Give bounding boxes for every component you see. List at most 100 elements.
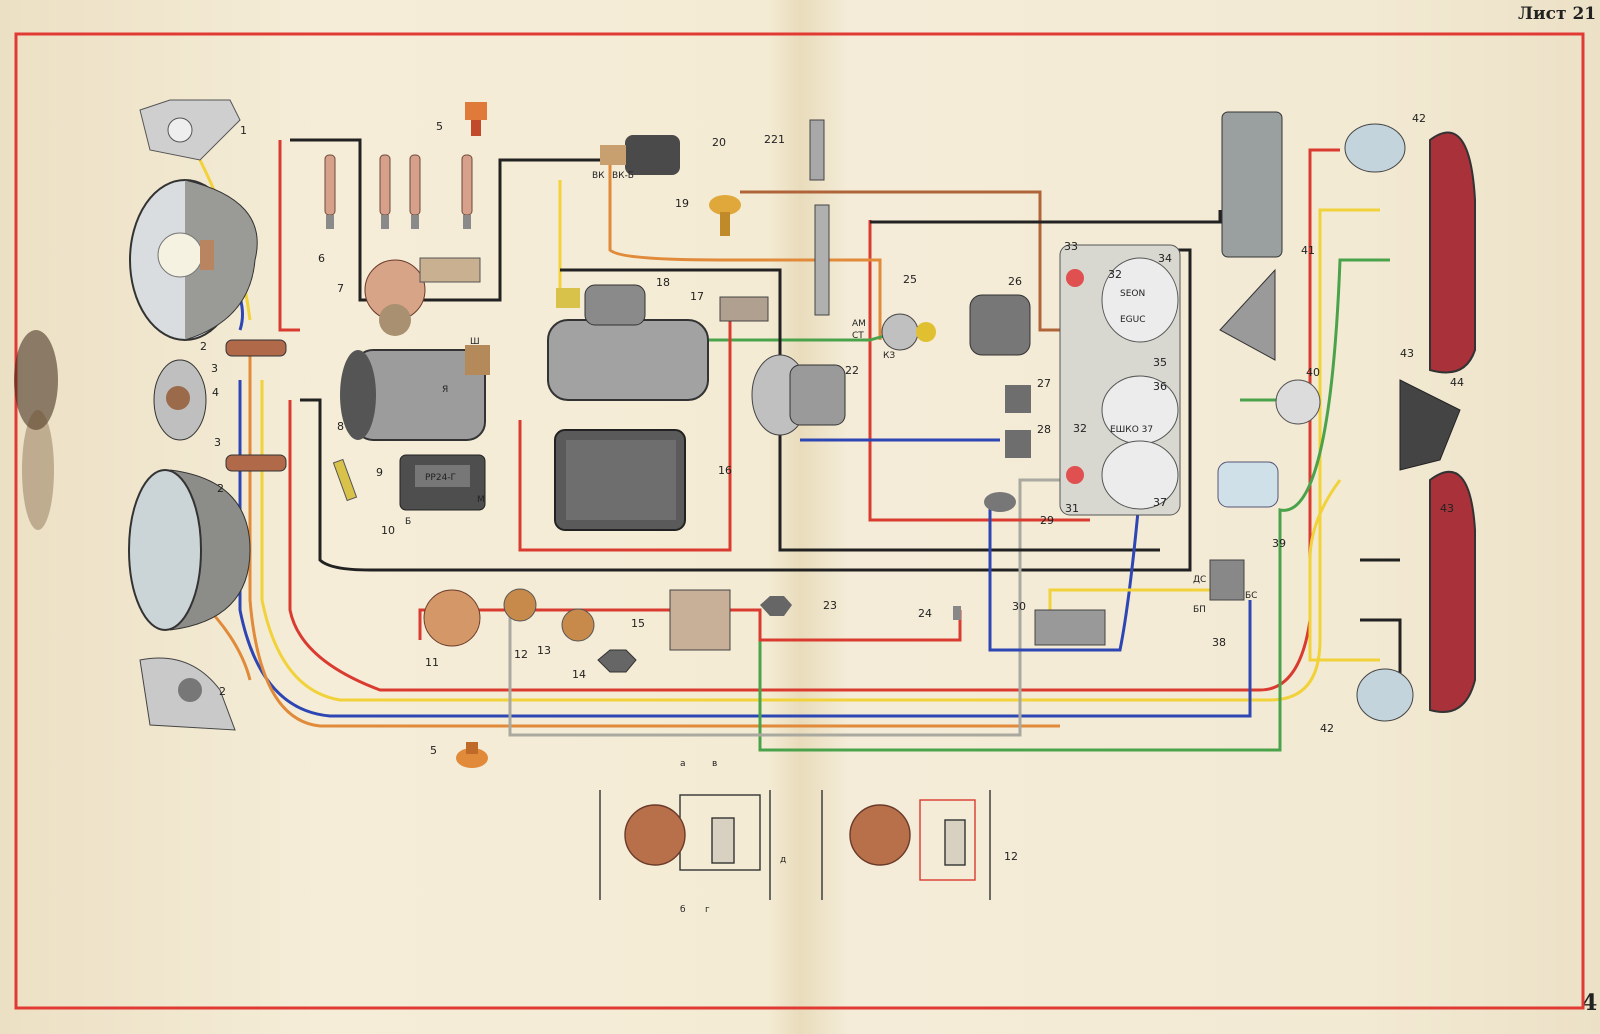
- wire-red: [278, 140, 300, 332]
- callout-14: 14: [572, 668, 586, 681]
- callout-18: 18: [656, 276, 670, 289]
- component-6-spark-plugs: [324, 154, 473, 216]
- instrument-cluster: EGUC SEON ЕШКО 37: [1059, 244, 1181, 516]
- terminal-kz: КЗ: [883, 351, 895, 361]
- component-44-lamp: [1399, 379, 1461, 471]
- wire-orange: [608, 160, 882, 340]
- callout-16: 16: [718, 464, 732, 477]
- component-24-fuse: [953, 606, 961, 620]
- callout-1: 1: [240, 124, 247, 137]
- callout-5a: 5: [436, 120, 443, 133]
- detail-letter-v: в: [712, 759, 717, 769]
- burn-stain: [22, 410, 54, 530]
- callout-10: 10: [381, 524, 395, 537]
- callout-40: 40: [1306, 366, 1320, 379]
- terminal-bs: БС: [1245, 591, 1257, 601]
- callout-30: 30: [1012, 600, 1026, 613]
- callout-38: 38: [1212, 636, 1226, 649]
- component-10-sensor: [332, 458, 358, 502]
- component-18-starter: [547, 284, 709, 401]
- callout-15: 15: [631, 617, 645, 630]
- component-27-switch: [1005, 385, 1031, 413]
- component-20-ignition-coil: [600, 135, 680, 175]
- wire-red: [418, 608, 962, 642]
- sheet-label: Лист 21: [1518, 4, 1597, 24]
- callout-42b: 42: [1320, 722, 1334, 735]
- callout-29: 29: [1040, 514, 1054, 527]
- callout-23: 23: [823, 599, 837, 612]
- component-9-regulator-relay: РР24-Г: [399, 454, 486, 511]
- callout-31: 31: [1065, 502, 1079, 515]
- component-13-switch: [561, 608, 595, 642]
- callout-9: 9: [376, 466, 383, 479]
- component-19-oil-sender: [709, 195, 741, 236]
- callout-22: 22: [845, 364, 859, 377]
- component-17-relay: [719, 296, 769, 322]
- callout-20: 20: [712, 136, 726, 149]
- terminal-ya: Я: [442, 385, 448, 395]
- component-16-battery: [554, 429, 686, 531]
- component-42-lamp-top: [1344, 123, 1406, 173]
- burn-stain: [14, 330, 58, 430]
- terminal-vk-b: ВК-Б: [612, 171, 634, 181]
- callout-12: 12: [514, 648, 528, 661]
- callout-28: 28: [1037, 423, 1051, 436]
- component-2-headlamp-bottom: [128, 469, 251, 631]
- component-40-lamp: [1275, 379, 1321, 425]
- component-22-heater-motor: [751, 354, 846, 436]
- instrument-text-2: SEON: [1120, 289, 1145, 299]
- component-11-wiper-motor: [423, 589, 481, 647]
- diagram-frame: [14, 32, 1585, 1010]
- component-3-terminal-block: [225, 339, 287, 357]
- component-28-switch: [1005, 430, 1031, 458]
- inset-relay-detail: [599, 790, 991, 900]
- wire-black: [300, 248, 1192, 572]
- callout-26: 26: [1008, 275, 1022, 288]
- component-221-sensor: [809, 119, 825, 181]
- callout-42a: 42: [1412, 112, 1426, 125]
- wire-red: [868, 220, 1090, 522]
- terminal-am: АМ: [852, 319, 866, 329]
- component-4-horn: [153, 359, 207, 441]
- callout-36: 36: [1153, 380, 1167, 393]
- callout-3b: 3: [214, 436, 221, 449]
- component-1-side-lamp: [139, 99, 241, 161]
- terminal-b: Б: [405, 517, 411, 527]
- instrument-text-1: EGUC: [1120, 315, 1146, 325]
- component-12-switch: [503, 588, 537, 622]
- detail-letter-g: г: [705, 905, 710, 915]
- component-29-switch: [984, 492, 1016, 512]
- wire-yellow: [260, 208, 1380, 702]
- wire-black: [290, 138, 610, 302]
- component-3-terminal-block: [225, 454, 287, 472]
- regulator-text: РР24-Г: [425, 473, 456, 483]
- terminal-bp: БП: [1193, 605, 1206, 615]
- component-30-light-switch: [1034, 609, 1106, 646]
- callout-32a: 32: [1108, 268, 1122, 281]
- callout-37: 37: [1153, 496, 1167, 509]
- wire-red: [288, 148, 1340, 692]
- terminal-sh: Ш: [470, 337, 480, 347]
- wire-black: [870, 210, 1222, 224]
- callout-32b: 32: [1073, 422, 1087, 435]
- callout-44: 44: [1450, 376, 1464, 389]
- wire-grey: [508, 478, 1090, 737]
- component-25-ignition-switch: [881, 313, 936, 351]
- callout-34: 34: [1158, 252, 1172, 265]
- terminal-st: СТ: [852, 331, 864, 341]
- wire-yellow: [1308, 479, 1380, 662]
- detail-letter-d: д: [780, 855, 786, 865]
- component-5-switch-top: [465, 102, 487, 136]
- wire-yellow: [1048, 588, 1210, 610]
- wire-orange: [248, 340, 1060, 728]
- wire-red: [518, 320, 732, 552]
- component-43-tail-lamp-bottom: [1429, 470, 1476, 713]
- callout-2a: 2: [200, 340, 207, 353]
- component-26-motor: [969, 294, 1031, 356]
- detail-letter-b: б: [680, 905, 686, 915]
- callout-12-inset: 12: [1004, 850, 1018, 863]
- callout-221: 221: [764, 133, 785, 146]
- callout-7: 7: [337, 282, 344, 295]
- component-39-lamp: [1217, 461, 1279, 508]
